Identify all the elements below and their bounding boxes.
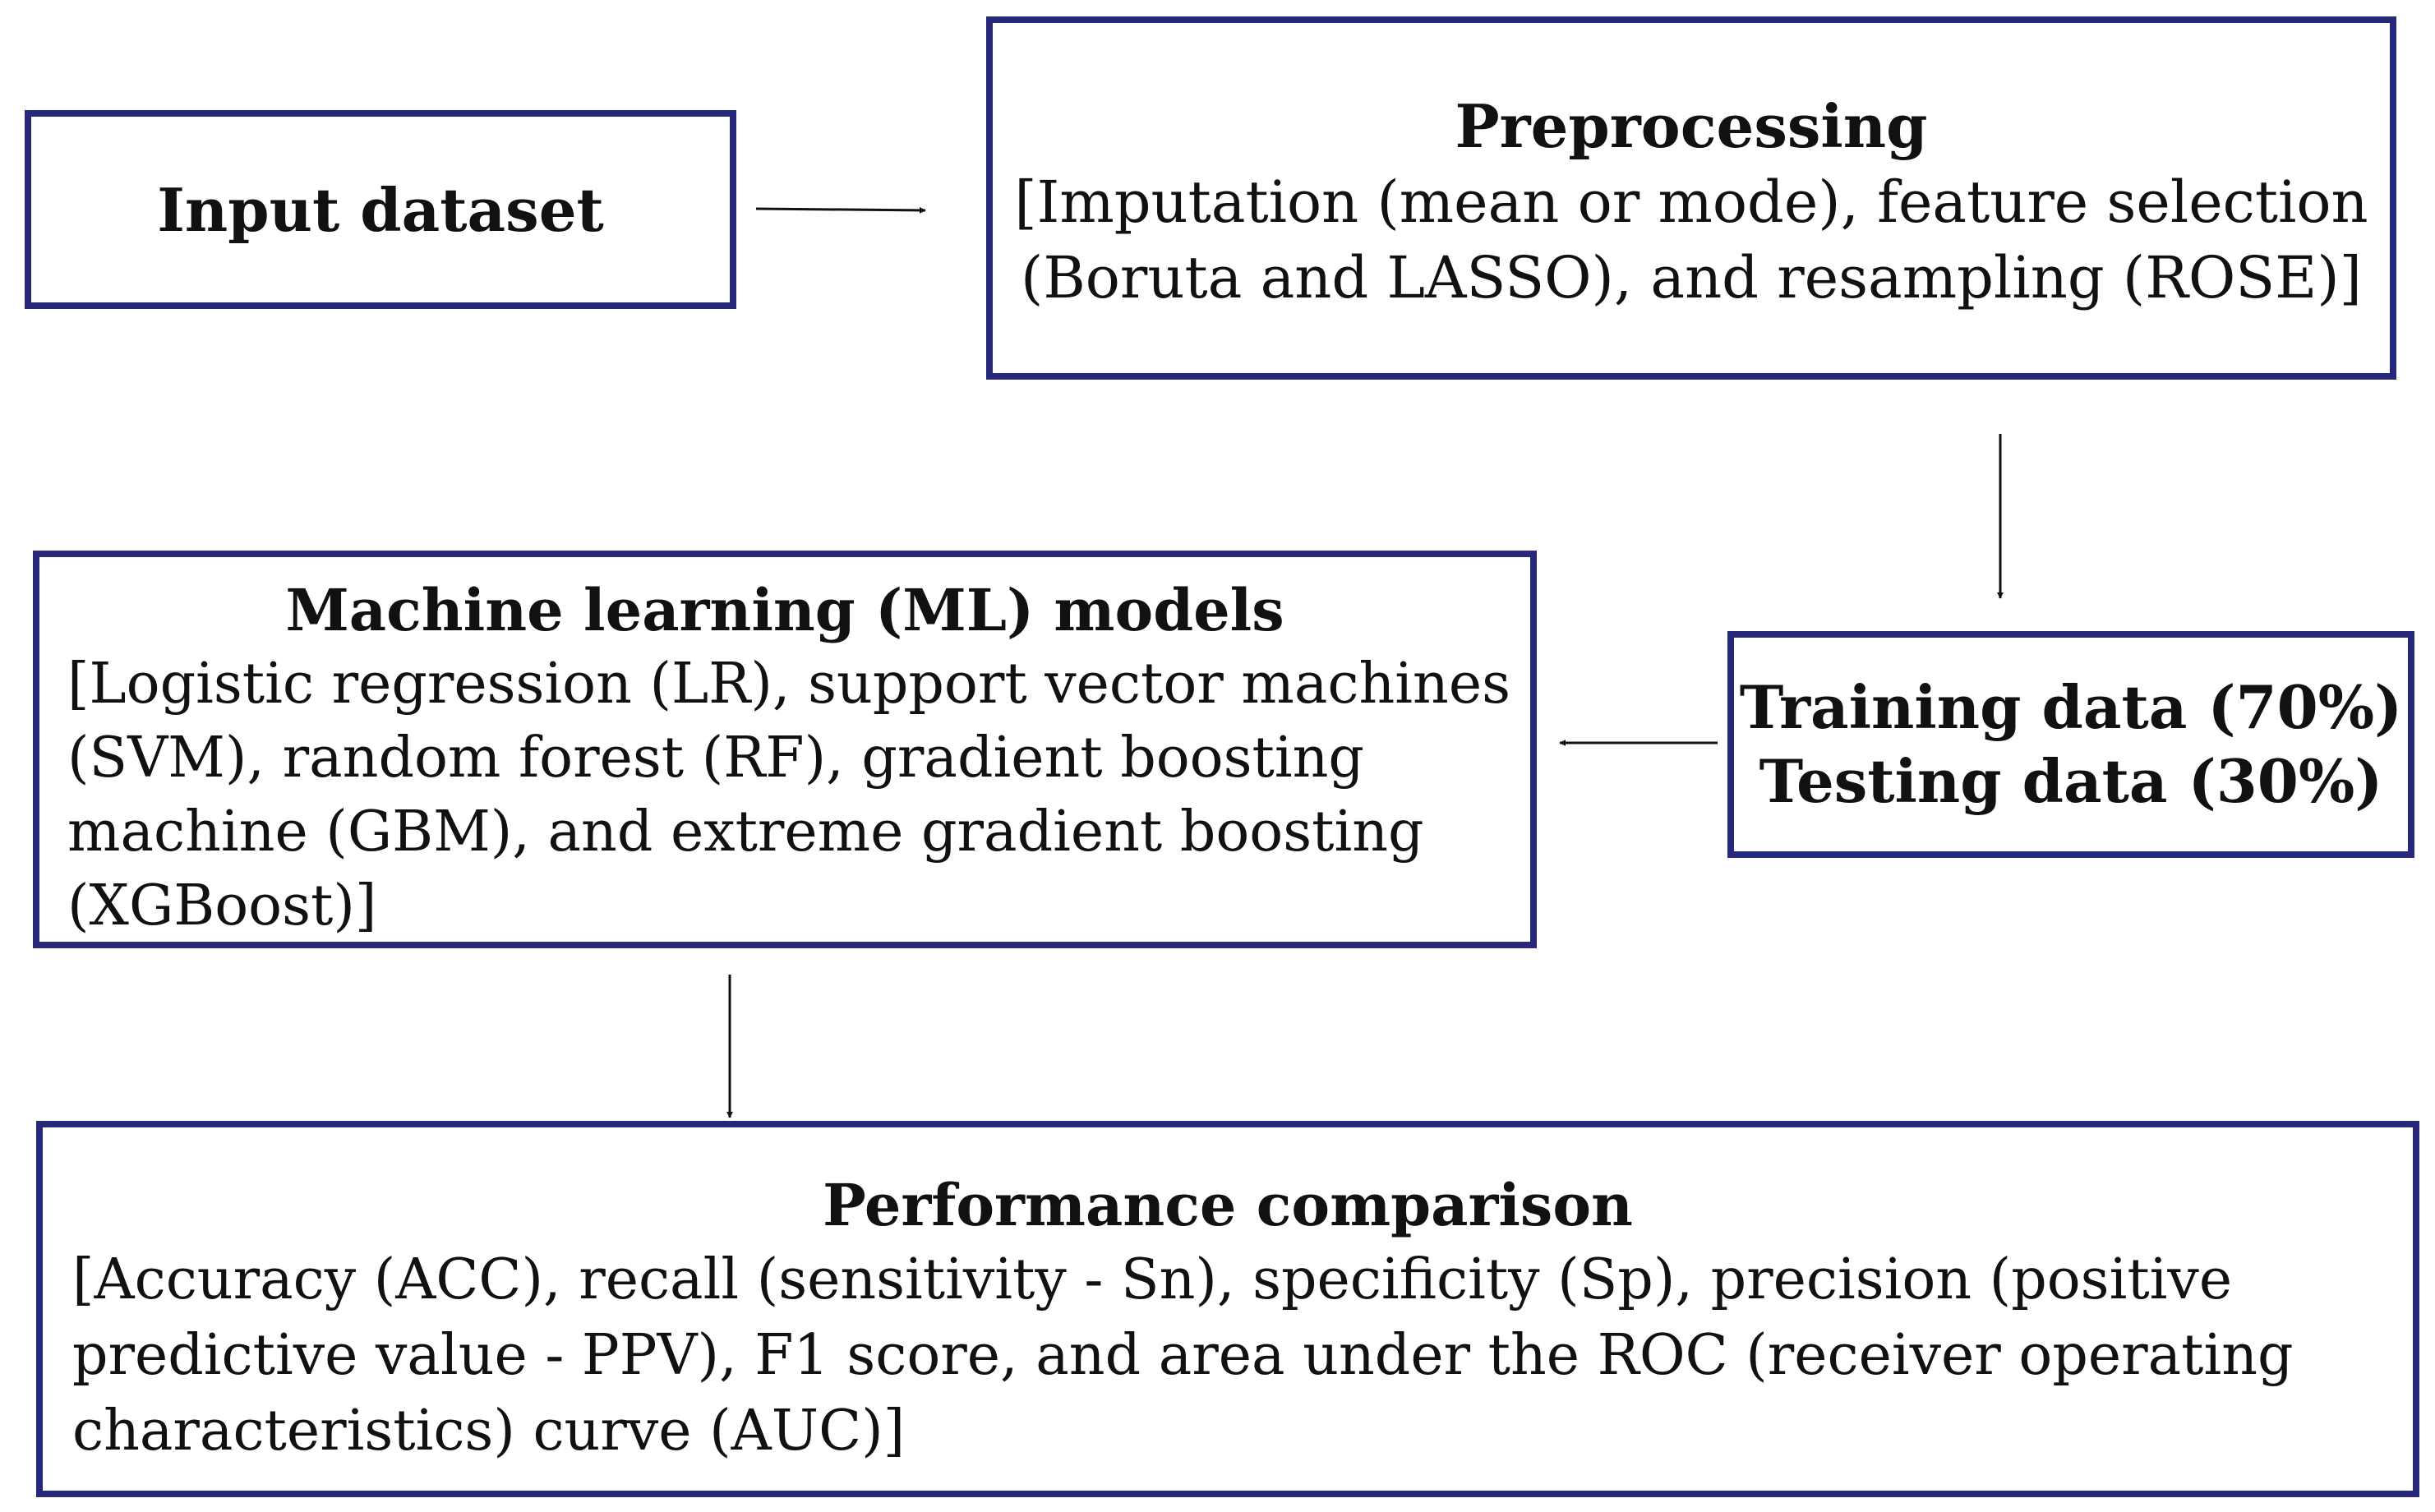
performance-title: Performance comparison — [823, 1171, 1633, 1239]
input-dataset-node: Input dataset — [25, 110, 736, 309]
preprocessing-title: Preprocessing — [1455, 91, 1928, 161]
data-split-node: Training data (70%) Testing data (30%) — [1727, 631, 2414, 858]
performance-line: predictive value - PPV), F1 score, and a… — [72, 1323, 2294, 1388]
preprocessing-node: Preprocessing [Imputation (mean or mode)… — [986, 16, 2396, 380]
performance-line: [Accuracy (ACC), recall (sensitivity - S… — [72, 1247, 2233, 1312]
performance-comparison-node: Performance comparison [Accuracy (ACC), … — [36, 1121, 2419, 1497]
ml-models-line: [Logistic regression (LR), support vecto… — [67, 652, 1510, 717]
testing-data-label: Testing data (30%) — [1759, 746, 2383, 816]
preprocessing-line: [Imputation (mean or mode), feature sele… — [1014, 168, 2368, 236]
ml-models-line: machine (GBM), and extreme gradient boos… — [67, 800, 1424, 864]
performance-line: characteristics) curve (AUC)] — [72, 1399, 906, 1464]
training-data-label: Training data (70%) — [1739, 672, 2403, 742]
ml-models-title: Machine learning (ML) models — [285, 576, 1284, 644]
ml-models-node: Machine learning (ML) models [Logistic r… — [33, 551, 1537, 948]
ml-models-line: (XGBoost)] — [67, 874, 377, 938]
arrow-input-to-preprocessing — [755, 206, 926, 214]
input-dataset-title: Input dataset — [157, 174, 604, 245]
preprocessing-line: (Boruta and LASSO), and resampling (ROSE… — [1021, 244, 2362, 311]
ml-models-line: (SVM), random forest (RF), gradient boos… — [67, 726, 1364, 791]
